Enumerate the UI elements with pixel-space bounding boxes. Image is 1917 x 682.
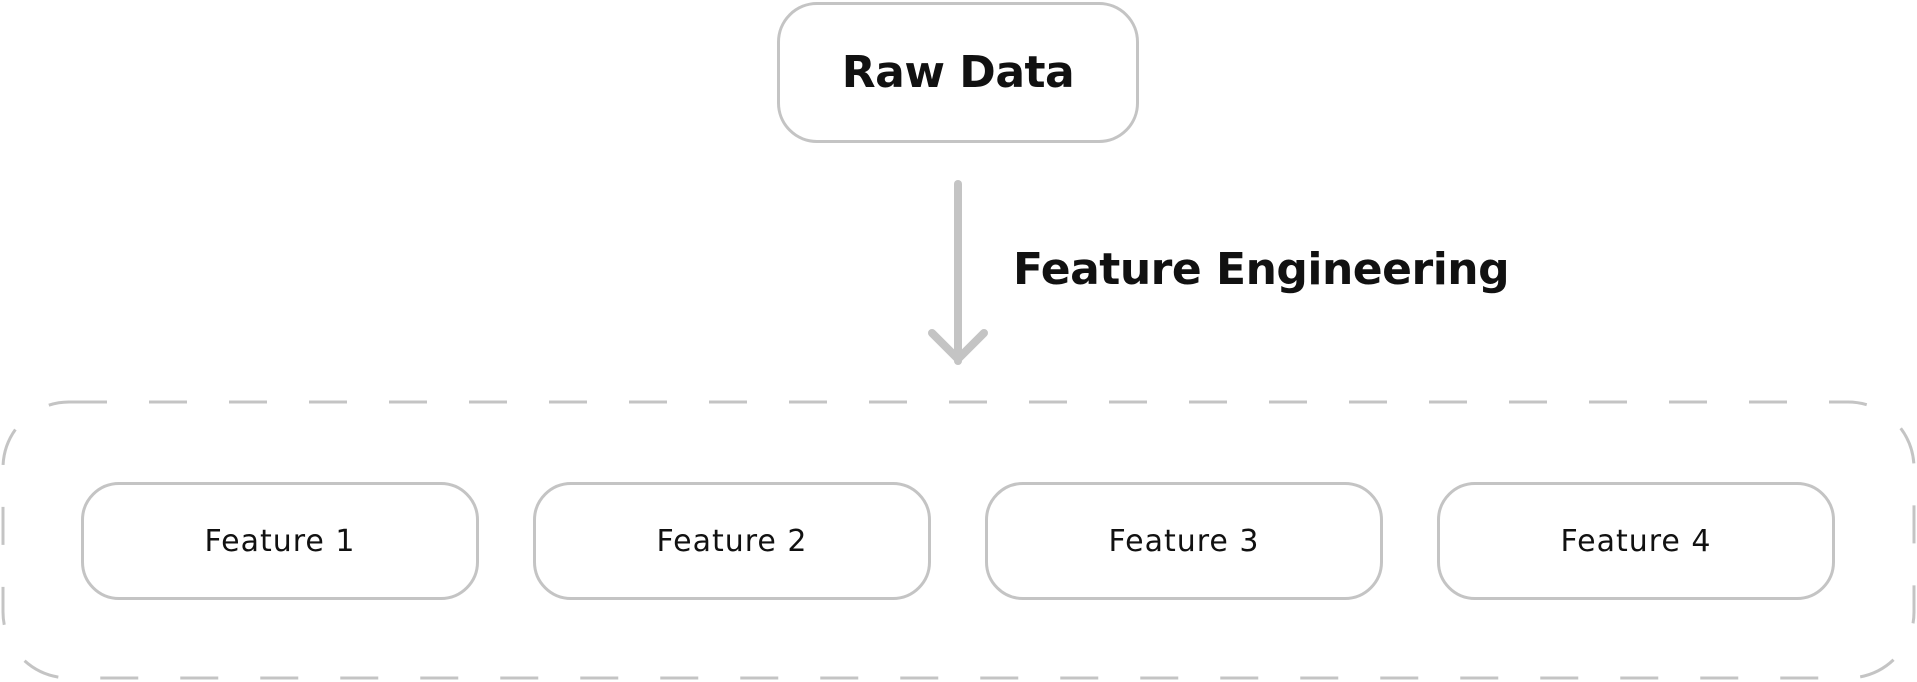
feature-node-2: Feature 2 bbox=[533, 482, 931, 600]
feature-node-3: Feature 3 bbox=[985, 482, 1383, 600]
feature-label-3: Feature 3 bbox=[1108, 523, 1260, 559]
feature-label-4: Feature 4 bbox=[1560, 523, 1712, 559]
raw-data-node: Raw Data bbox=[777, 2, 1139, 143]
feature-node-1: Feature 1 bbox=[81, 482, 479, 600]
raw-data-label: Raw Data bbox=[841, 47, 1075, 98]
features-group-boundary bbox=[1, 400, 1916, 680]
feature-label-1: Feature 1 bbox=[204, 523, 356, 559]
arrow-head bbox=[928, 329, 988, 363]
feature-label-2: Feature 2 bbox=[656, 523, 808, 559]
feature-node-4: Feature 4 bbox=[1437, 482, 1835, 600]
feature-engineering-label: Feature Engineering bbox=[1013, 244, 1510, 295]
